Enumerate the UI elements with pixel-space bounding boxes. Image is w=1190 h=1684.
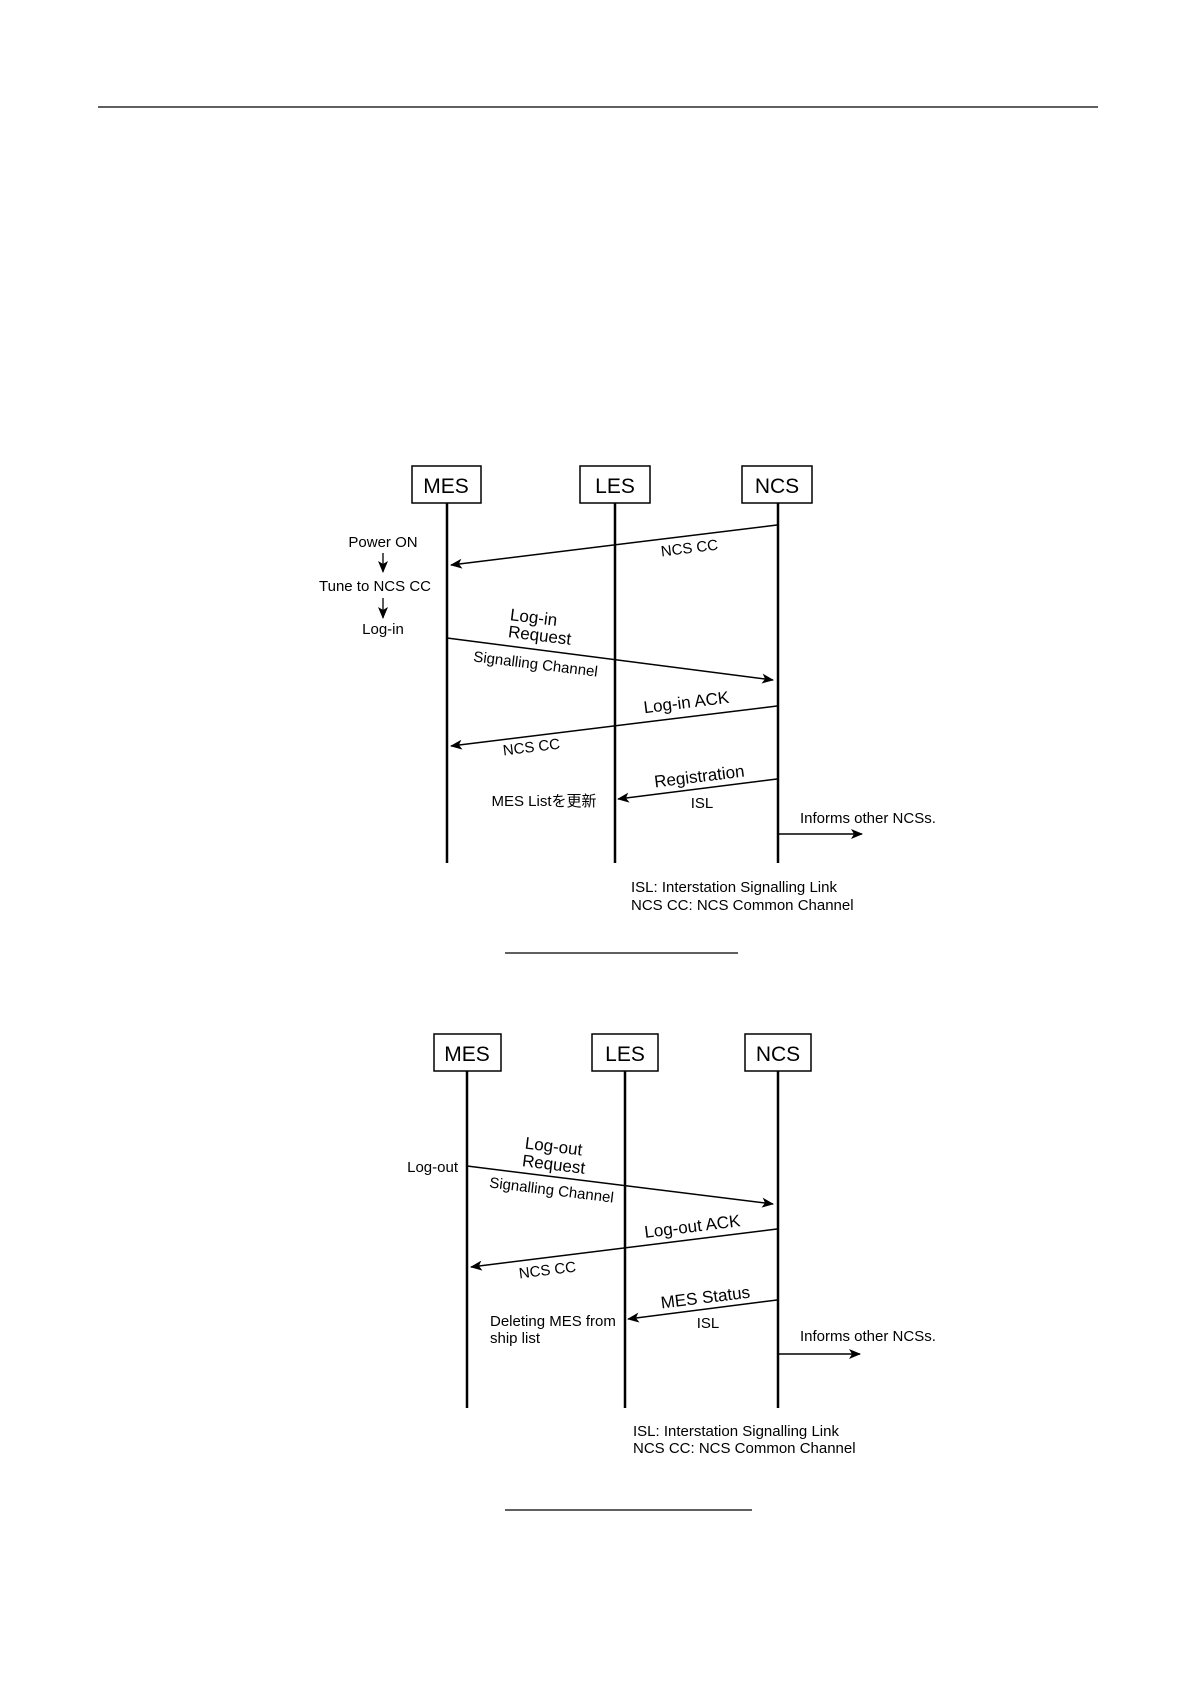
entity-box-mes-2: [433, 1033, 502, 1072]
msg-login-ack: [450, 705, 778, 750]
les-delete-note-2: ship list: [490, 1330, 541, 1347]
legend-ncs-cc-1: NCS CC: NCS Common Channel: [631, 897, 854, 914]
msg-label-isl-2: ISL: [697, 1315, 720, 1332]
step-logout: Log-out: [407, 1159, 459, 1176]
msg-label-logout-ack: Log-out ACK: [643, 1211, 742, 1242]
msg-ncs-cc-1: [450, 524, 778, 569]
entity-box-les: [579, 465, 651, 504]
step-login: Log-in: [362, 621, 404, 638]
les-delete-note-1: Deleting MES from: [490, 1313, 616, 1330]
entity-label-les: LES: [595, 475, 635, 498]
entity-box-les-2: [591, 1033, 659, 1072]
login-sequence-diagram: MES LES NCS Power ON Tune to NCS CC Log-…: [319, 465, 936, 954]
informs-label-1: Informs other NCSs.: [800, 810, 936, 827]
logout-sequence-diagram: MES LES NCS Log-out Log-out Request Sign…: [407, 1033, 936, 1511]
les-update-note: MES Listを更新: [491, 793, 596, 810]
msg-label-ncs-cc-1: NCS CC: [660, 537, 719, 561]
legend-ncs-cc-2: NCS CC: NCS Common Channel: [633, 1440, 856, 1457]
msg-label-ncs-cc-2: NCS CC: [502, 736, 561, 760]
informs-label-2: Informs other NCSs.: [800, 1328, 936, 1345]
step-power-on: Power ON: [348, 534, 417, 551]
msg-label-ncs-cc-3: NCS CC: [518, 1259, 577, 1283]
msg-logout-ack: [470, 1228, 778, 1271]
legend-isl-2: ISL: Interstation Signalling Link: [633, 1423, 839, 1440]
msg-label-mes-status: MES Status: [660, 1283, 751, 1313]
msg-label-login-request-2: Request: [507, 622, 572, 649]
msg-label-signalling-channel-2: Signalling Channel: [488, 1174, 614, 1206]
msg-logout-request: [466, 1165, 774, 1208]
msg-label-signalling-channel-1: Signalling Channel: [472, 648, 598, 680]
entity-label-les-2: LES: [605, 1043, 645, 1066]
entity-label-mes: MES: [423, 475, 469, 498]
legend-isl-1: ISL: Interstation Signalling Link: [631, 879, 837, 896]
msg-label-registration: Registration: [653, 762, 745, 792]
msg-label-isl-1: ISL: [691, 795, 714, 812]
msg-registration: [617, 778, 778, 803]
msg-login-request: [446, 637, 774, 684]
step-tune: Tune to NCS CC: [319, 578, 431, 595]
entity-label-mes-2: MES: [444, 1043, 490, 1066]
msg-mes-status: [627, 1299, 778, 1323]
entity-label-ncs-2: NCS: [756, 1043, 800, 1066]
entity-box-ncs-2: [744, 1033, 812, 1072]
entity-label-ncs: NCS: [755, 475, 799, 498]
